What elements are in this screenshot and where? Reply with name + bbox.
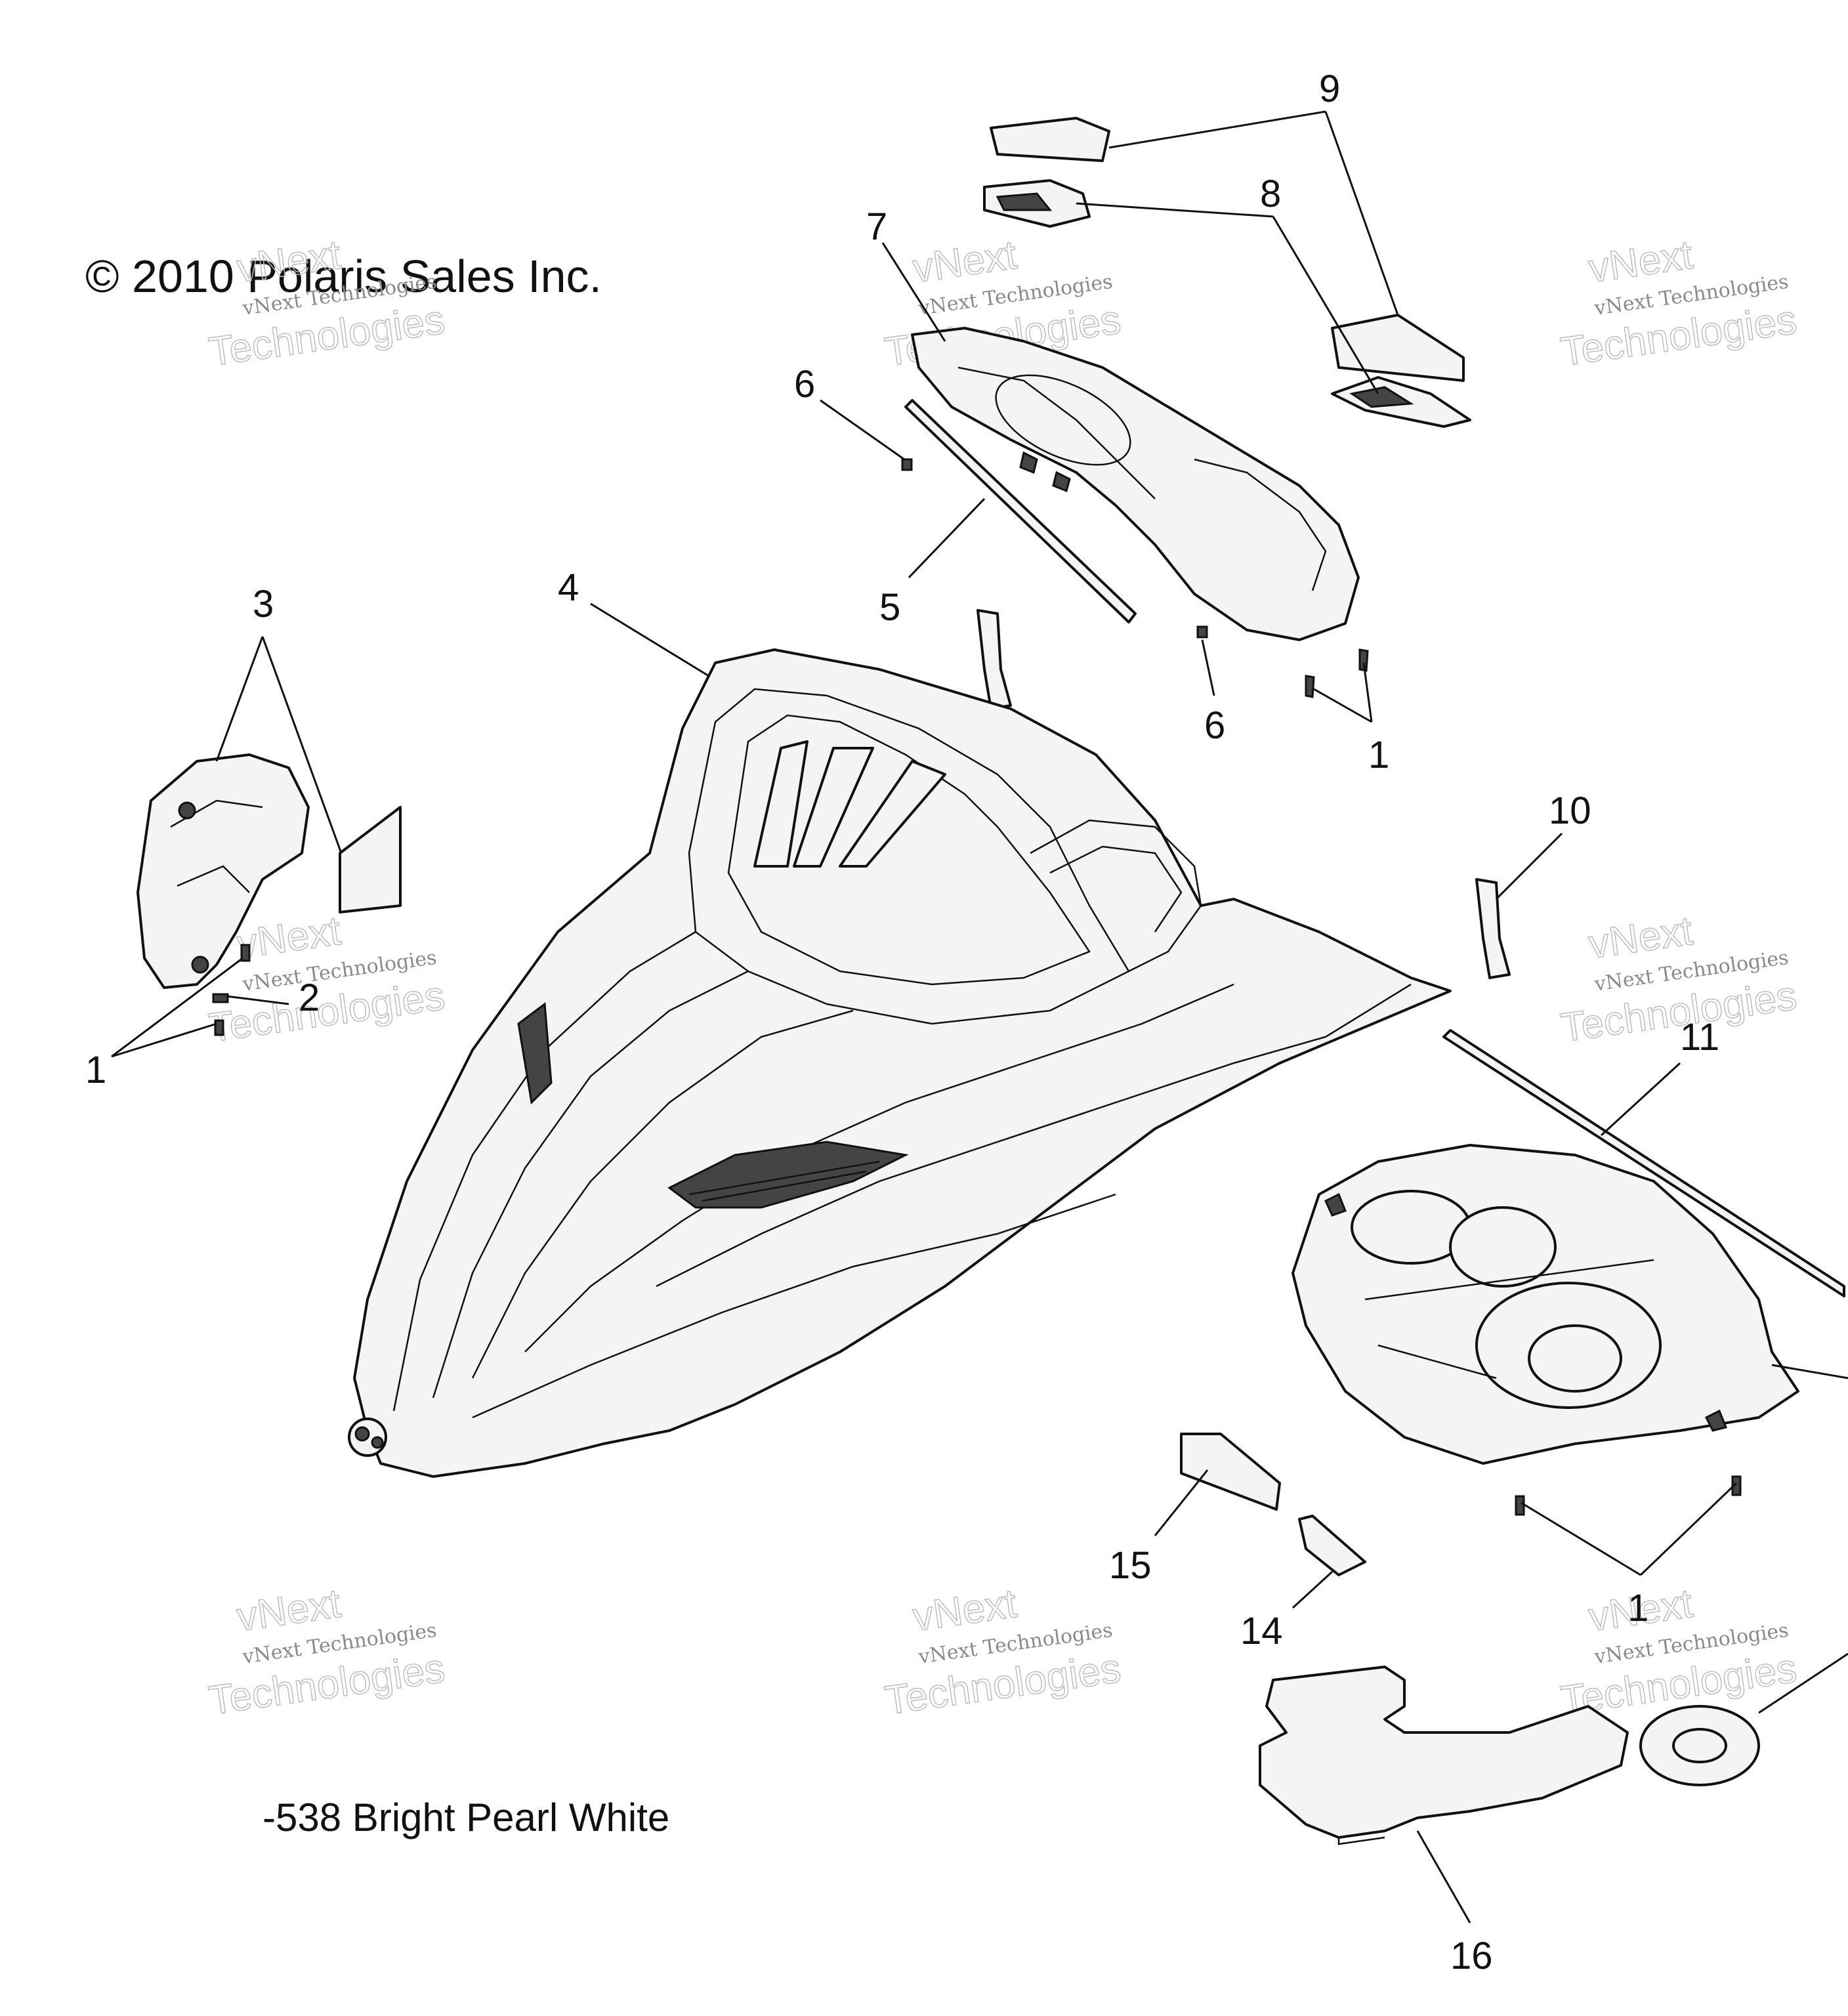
svg-text:vNext: vNext <box>910 1581 1020 1640</box>
callout-8: 8 <box>1260 173 1281 215</box>
copyright-text: © 2010 Polaris Sales Inc. <box>85 251 602 302</box>
part-headlight-pod <box>1292 1144 1799 1465</box>
callout-15: 15 <box>1109 1544 1152 1587</box>
part-1-screws-bottom <box>1515 1475 1742 1516</box>
part-9-decals <box>990 117 1465 382</box>
svg-text:vNext: vNext <box>234 908 344 967</box>
part-1-2-screws-left <box>212 944 251 1036</box>
part-6-fasteners <box>901 458 1208 639</box>
callout-9: 9 <box>1319 68 1340 110</box>
svg-text:vNext: vNext <box>910 232 1020 291</box>
callout-4: 4 <box>558 566 579 609</box>
callout-6-top: 6 <box>794 363 815 406</box>
callout-3: 3 <box>253 583 274 625</box>
svg-text:vNext: vNext <box>1586 908 1696 967</box>
callout-1-left: 1 <box>85 1049 106 1091</box>
callout-1-bottom-right: 1 <box>1628 1587 1648 1629</box>
callout-1-top-right: 1 <box>1368 734 1389 776</box>
svg-text:vNext: vNext <box>234 1581 344 1640</box>
part-7-dash-housing <box>911 327 1360 641</box>
part-10-clips <box>976 609 1511 979</box>
callout-14: 14 <box>1240 1610 1283 1652</box>
part-grommet <box>1639 1705 1760 1786</box>
part-11-trim-rod <box>1442 1029 1845 1297</box>
part-14-decal <box>1298 1515 1366 1576</box>
callout-7: 7 <box>866 205 887 248</box>
part-16-foam-pad <box>1259 1666 1629 1845</box>
callout-2: 2 <box>299 976 320 1019</box>
callout-5: 5 <box>879 586 900 629</box>
part-1-screws-top <box>1305 648 1369 698</box>
color-note: -538 Bright Pearl White <box>262 1796 669 1839</box>
part-8-brackets <box>983 179 1471 428</box>
callout-16: 16 <box>1450 1935 1493 1977</box>
svg-text:vNext: vNext <box>1586 232 1696 291</box>
callout-11: 11 <box>1680 1016 1719 1059</box>
callout-6-bottom: 6 <box>1204 704 1225 747</box>
callout-labels: 9 8 7 6 5 6 1 4 3 10 2 1 11 15 14 1 16 <box>85 68 1719 1977</box>
part-5-trim-strip <box>904 399 1137 623</box>
callout-10: 10 <box>1549 789 1591 832</box>
part-4-hood <box>348 648 1452 1478</box>
part-3-side-pod <box>136 753 402 989</box>
leader-lines <box>111 110 1848 1923</box>
part-15-decal <box>1180 1433 1281 1511</box>
